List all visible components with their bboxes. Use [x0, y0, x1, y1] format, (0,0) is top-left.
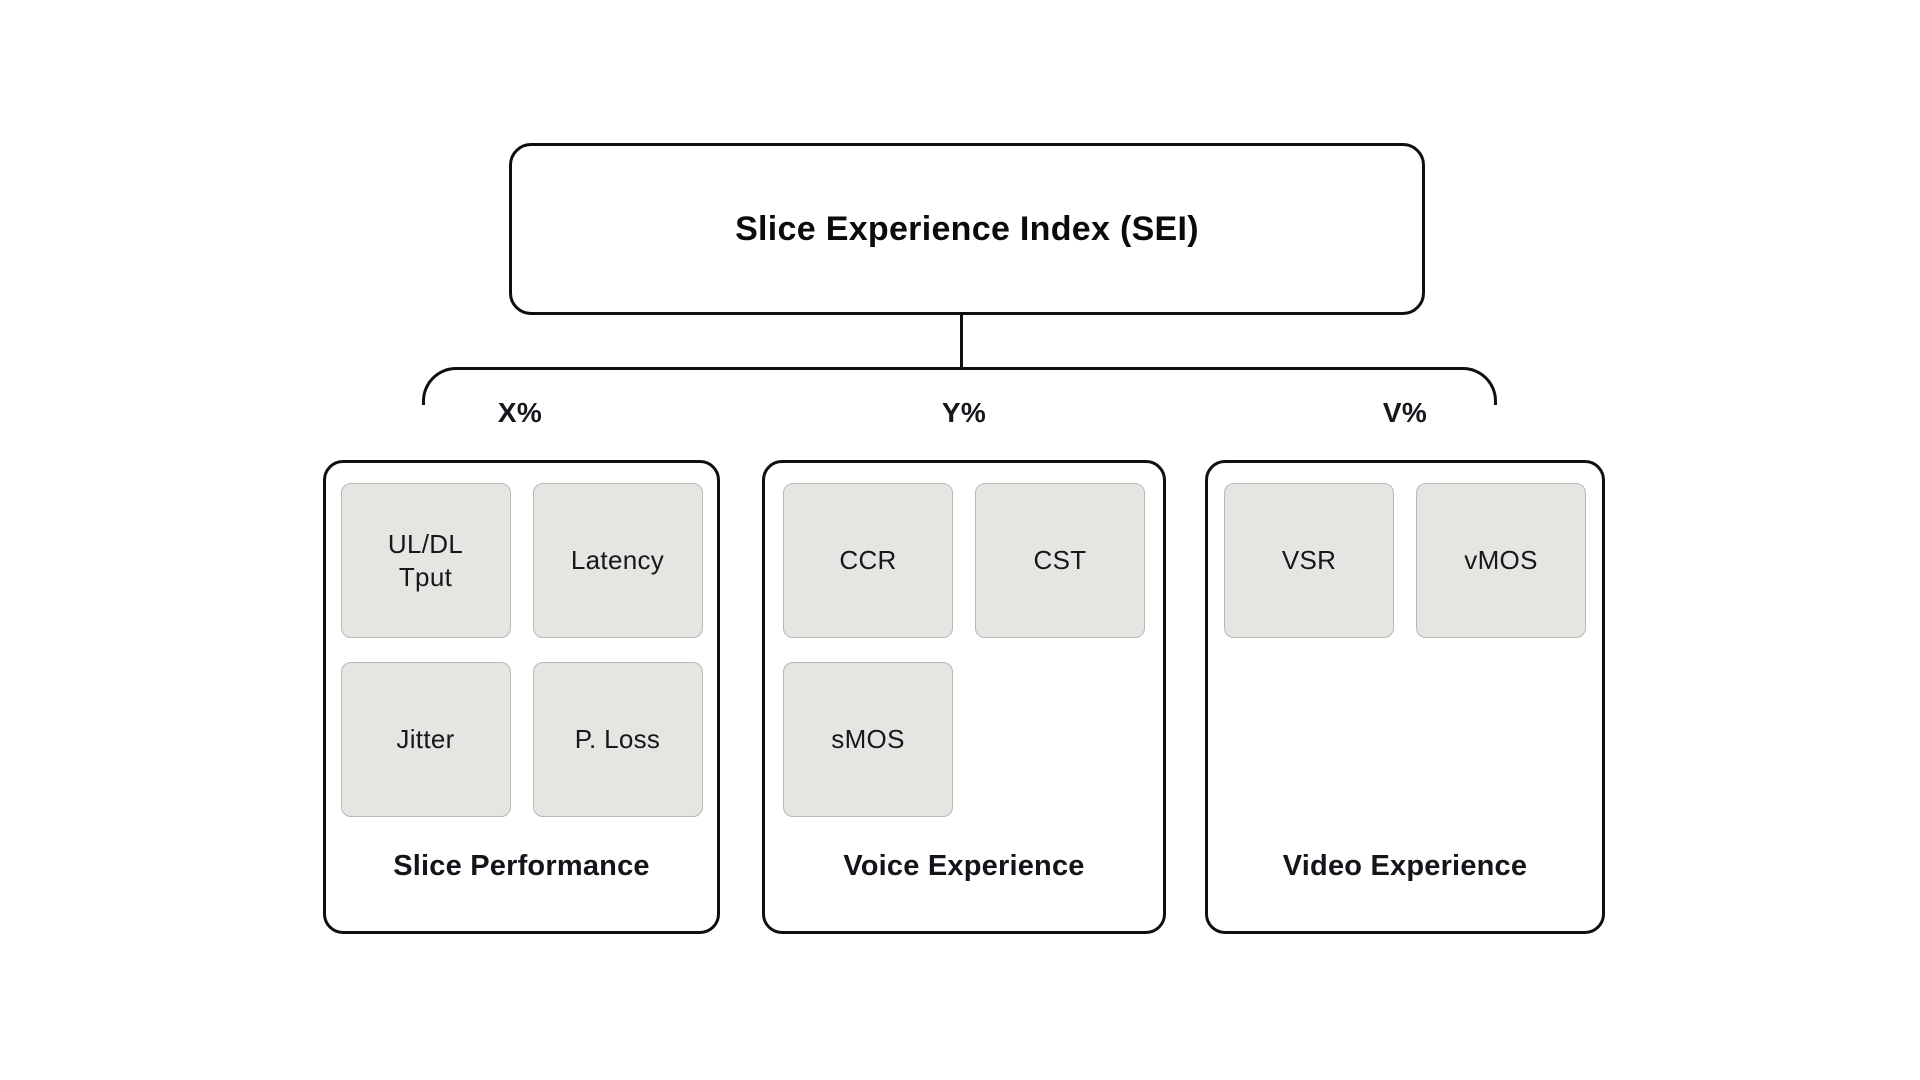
metric-label: VSR — [1281, 545, 1337, 576]
group-title-slice-performance: Slice Performance — [393, 850, 650, 882]
root-node: Slice Experience Index (SEI) — [509, 143, 1425, 315]
metric-box-jitter: Jitter — [340, 662, 511, 817]
weight-label-voice-experience: Y% — [941, 397, 987, 428]
metric-label: CST — [1033, 545, 1087, 576]
root-node-title: Slice Experience Index (SEI) — [735, 209, 1199, 248]
metric-label: Latency — [570, 545, 665, 576]
metric-grid: UL/DL Tput Latency Jitter P. Loss — [326, 483, 717, 817]
metric-box-uldl-tput: UL/DL Tput — [340, 483, 511, 638]
metric-box-smos: sMOS — [783, 662, 953, 817]
metric-label: CCR — [839, 545, 897, 576]
weight-label-video-experience: V% — [1382, 397, 1428, 428]
group-voice-experience: CCR CST sMOS Voice Experience — [762, 460, 1166, 934]
group-video-experience: VSR vMOS Video Experience — [1205, 460, 1605, 934]
weight-label-slice-performance: X% — [497, 397, 543, 428]
metric-box-packet-loss: P. Loss — [532, 662, 703, 817]
group-title-video-experience: Video Experience — [1282, 850, 1528, 882]
metric-label: Jitter — [396, 724, 455, 755]
metric-label: vMOS — [1464, 545, 1538, 576]
connector-stem — [960, 315, 963, 368]
metric-box-vmos: vMOS — [1416, 483, 1586, 638]
metric-grid: VSR vMOS — [1208, 483, 1602, 638]
metric-box-latency: Latency — [532, 483, 703, 638]
group-title-voice-experience: Voice Experience — [843, 850, 1085, 882]
metric-box-ccr: CCR — [783, 483, 953, 638]
metric-grid: CCR CST sMOS — [765, 483, 1163, 817]
metric-label: sMOS — [831, 724, 905, 755]
metric-box-vsr: VSR — [1224, 483, 1394, 638]
metric-label: P. Loss — [574, 724, 661, 755]
metric-box-cst: CST — [975, 483, 1145, 638]
metric-label: UL/DL Tput — [387, 529, 464, 592]
group-slice-performance: UL/DL Tput Latency Jitter P. Loss Slice … — [323, 460, 720, 934]
